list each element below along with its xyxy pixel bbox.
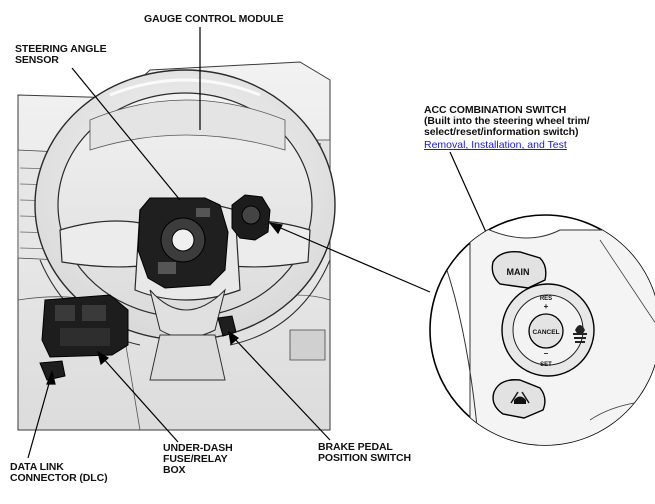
res-button[interactable]: RES + <box>540 296 552 311</box>
under-dash-fuse-relay-box-label: UNDER-DASH FUSE/RELAY BOX <box>163 442 233 476</box>
gauge-control-module-label: GAUGE CONTROL MODULE <box>144 13 284 25</box>
res-plus-sign: + <box>544 302 549 311</box>
lane-keeping-button[interactable] <box>492 379 546 419</box>
steering-angle-sensor-part <box>137 197 229 289</box>
fuse-relay-box-part <box>41 294 129 358</box>
acc-switch-part <box>231 194 271 241</box>
set-button[interactable]: – SET <box>540 349 552 368</box>
cancel-button-label: CANCEL <box>532 329 559 336</box>
acc-control-pad: CANCEL RES + – SET <box>501 283 595 377</box>
main-button-label: MAIN <box>507 267 530 277</box>
acc-combination-switch-label: ACC COMBINATION SWITCH (Built into the s… <box>424 104 590 138</box>
res-button-label: RES <box>540 296 552 302</box>
cancel-button[interactable] <box>528 313 564 349</box>
brake-pedal-position-switch-label: BRAKE PEDAL POSITION SWITCH <box>318 441 412 464</box>
dlc-connector-part <box>39 360 66 381</box>
removal-installation-test-link[interactable]: Removal, Installation, and Test <box>424 139 567 151</box>
set-button-label: SET <box>540 362 552 368</box>
leader-lines <box>27 27 495 459</box>
distance-bars-icon[interactable] <box>573 325 587 343</box>
acc-switch-zoom: MAIN CANCEL RES + – SET <box>429 214 655 446</box>
set-minus-sign: – <box>544 349 549 358</box>
main-button[interactable]: MAIN <box>491 251 547 289</box>
data-link-connector-label: DATA LINK CONNECTOR (DLC) <box>10 461 108 484</box>
lane-keeping-icon <box>510 391 530 404</box>
brake-switch-part <box>217 315 237 337</box>
steering-angle-sensor-label: STEERING ANGLE SENSOR <box>15 43 107 66</box>
